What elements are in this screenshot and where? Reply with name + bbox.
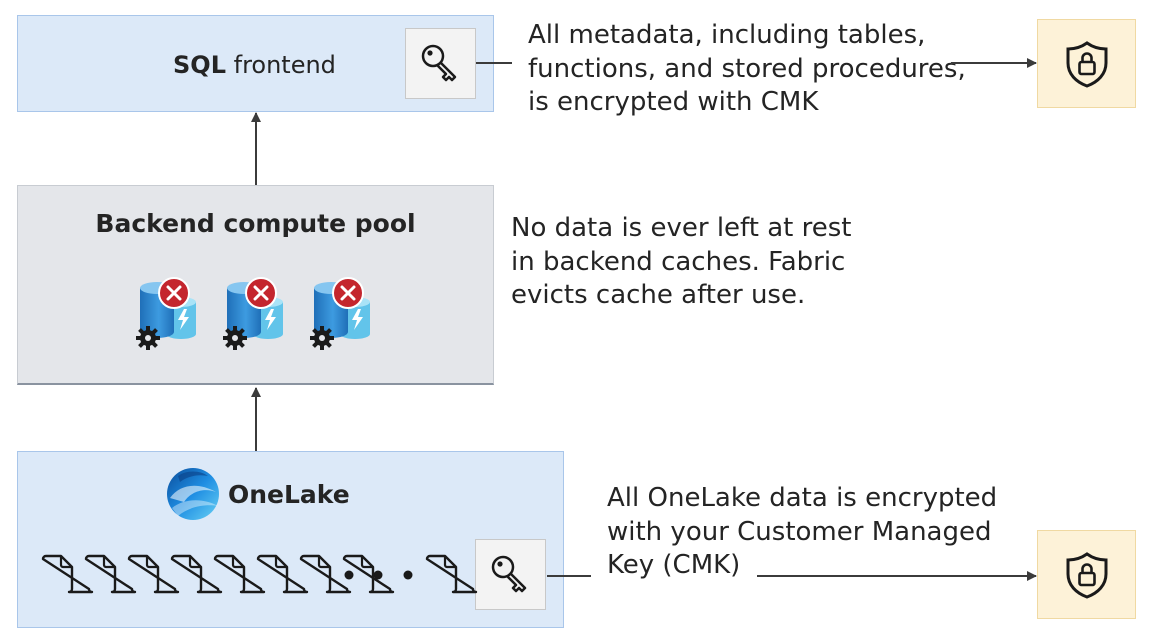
file-icon: [84, 554, 137, 594]
file-icon-fold: [443, 556, 456, 569]
file-icon-fold: [274, 556, 287, 569]
database-cache-icon: [136, 277, 196, 350]
ellipsis-dot: [344, 570, 354, 580]
file-icon-fold: [360, 556, 373, 569]
file-icon: [213, 554, 266, 594]
key-icon: [491, 555, 526, 592]
file-icon-fold: [59, 556, 72, 569]
key-icon: [421, 44, 456, 81]
file-icon-fold: [188, 556, 201, 569]
onelake-encryption-note: All OneLake data is encrypted with your …: [607, 483, 998, 580]
onelake-logo-icon: [167, 468, 219, 520]
onelake-title: OneLake: [228, 480, 350, 509]
file-icon: [256, 554, 309, 594]
sql-encryption-note: All metadata, including tables, function…: [528, 20, 966, 117]
file-icon: [127, 554, 180, 594]
file-icon-fold: [145, 556, 158, 569]
ellipsis-dot: [403, 570, 413, 580]
backend-cache-note: No data is ever left at rest in backend …: [511, 213, 852, 310]
ellipsis-dot: [373, 570, 383, 580]
file-icon: [41, 554, 94, 594]
file-icon: [170, 554, 223, 594]
sql-frontend-title: SQL frontend: [173, 51, 336, 79]
file-icon: [425, 554, 478, 594]
shield-lock-icon: [1066, 40, 1107, 88]
file-icon-fold: [102, 556, 115, 569]
sql-key-tile: [405, 28, 476, 99]
shield-lock-icon: [1066, 551, 1107, 599]
file-icon: [342, 554, 395, 594]
onelake-shield-tile: [1037, 530, 1136, 619]
backend-title: Backend compute pool: [95, 209, 416, 238]
file-icon: [299, 554, 352, 594]
onelake-box: OneLake: [17, 451, 564, 628]
file-icon-fold: [231, 556, 244, 569]
sql-shield-tile: [1037, 19, 1136, 108]
file-icon-fold: [317, 556, 330, 569]
database-cache-icon: [223, 277, 283, 350]
onelake-key-tile: [475, 539, 546, 610]
database-cache-icon: [310, 277, 370, 350]
